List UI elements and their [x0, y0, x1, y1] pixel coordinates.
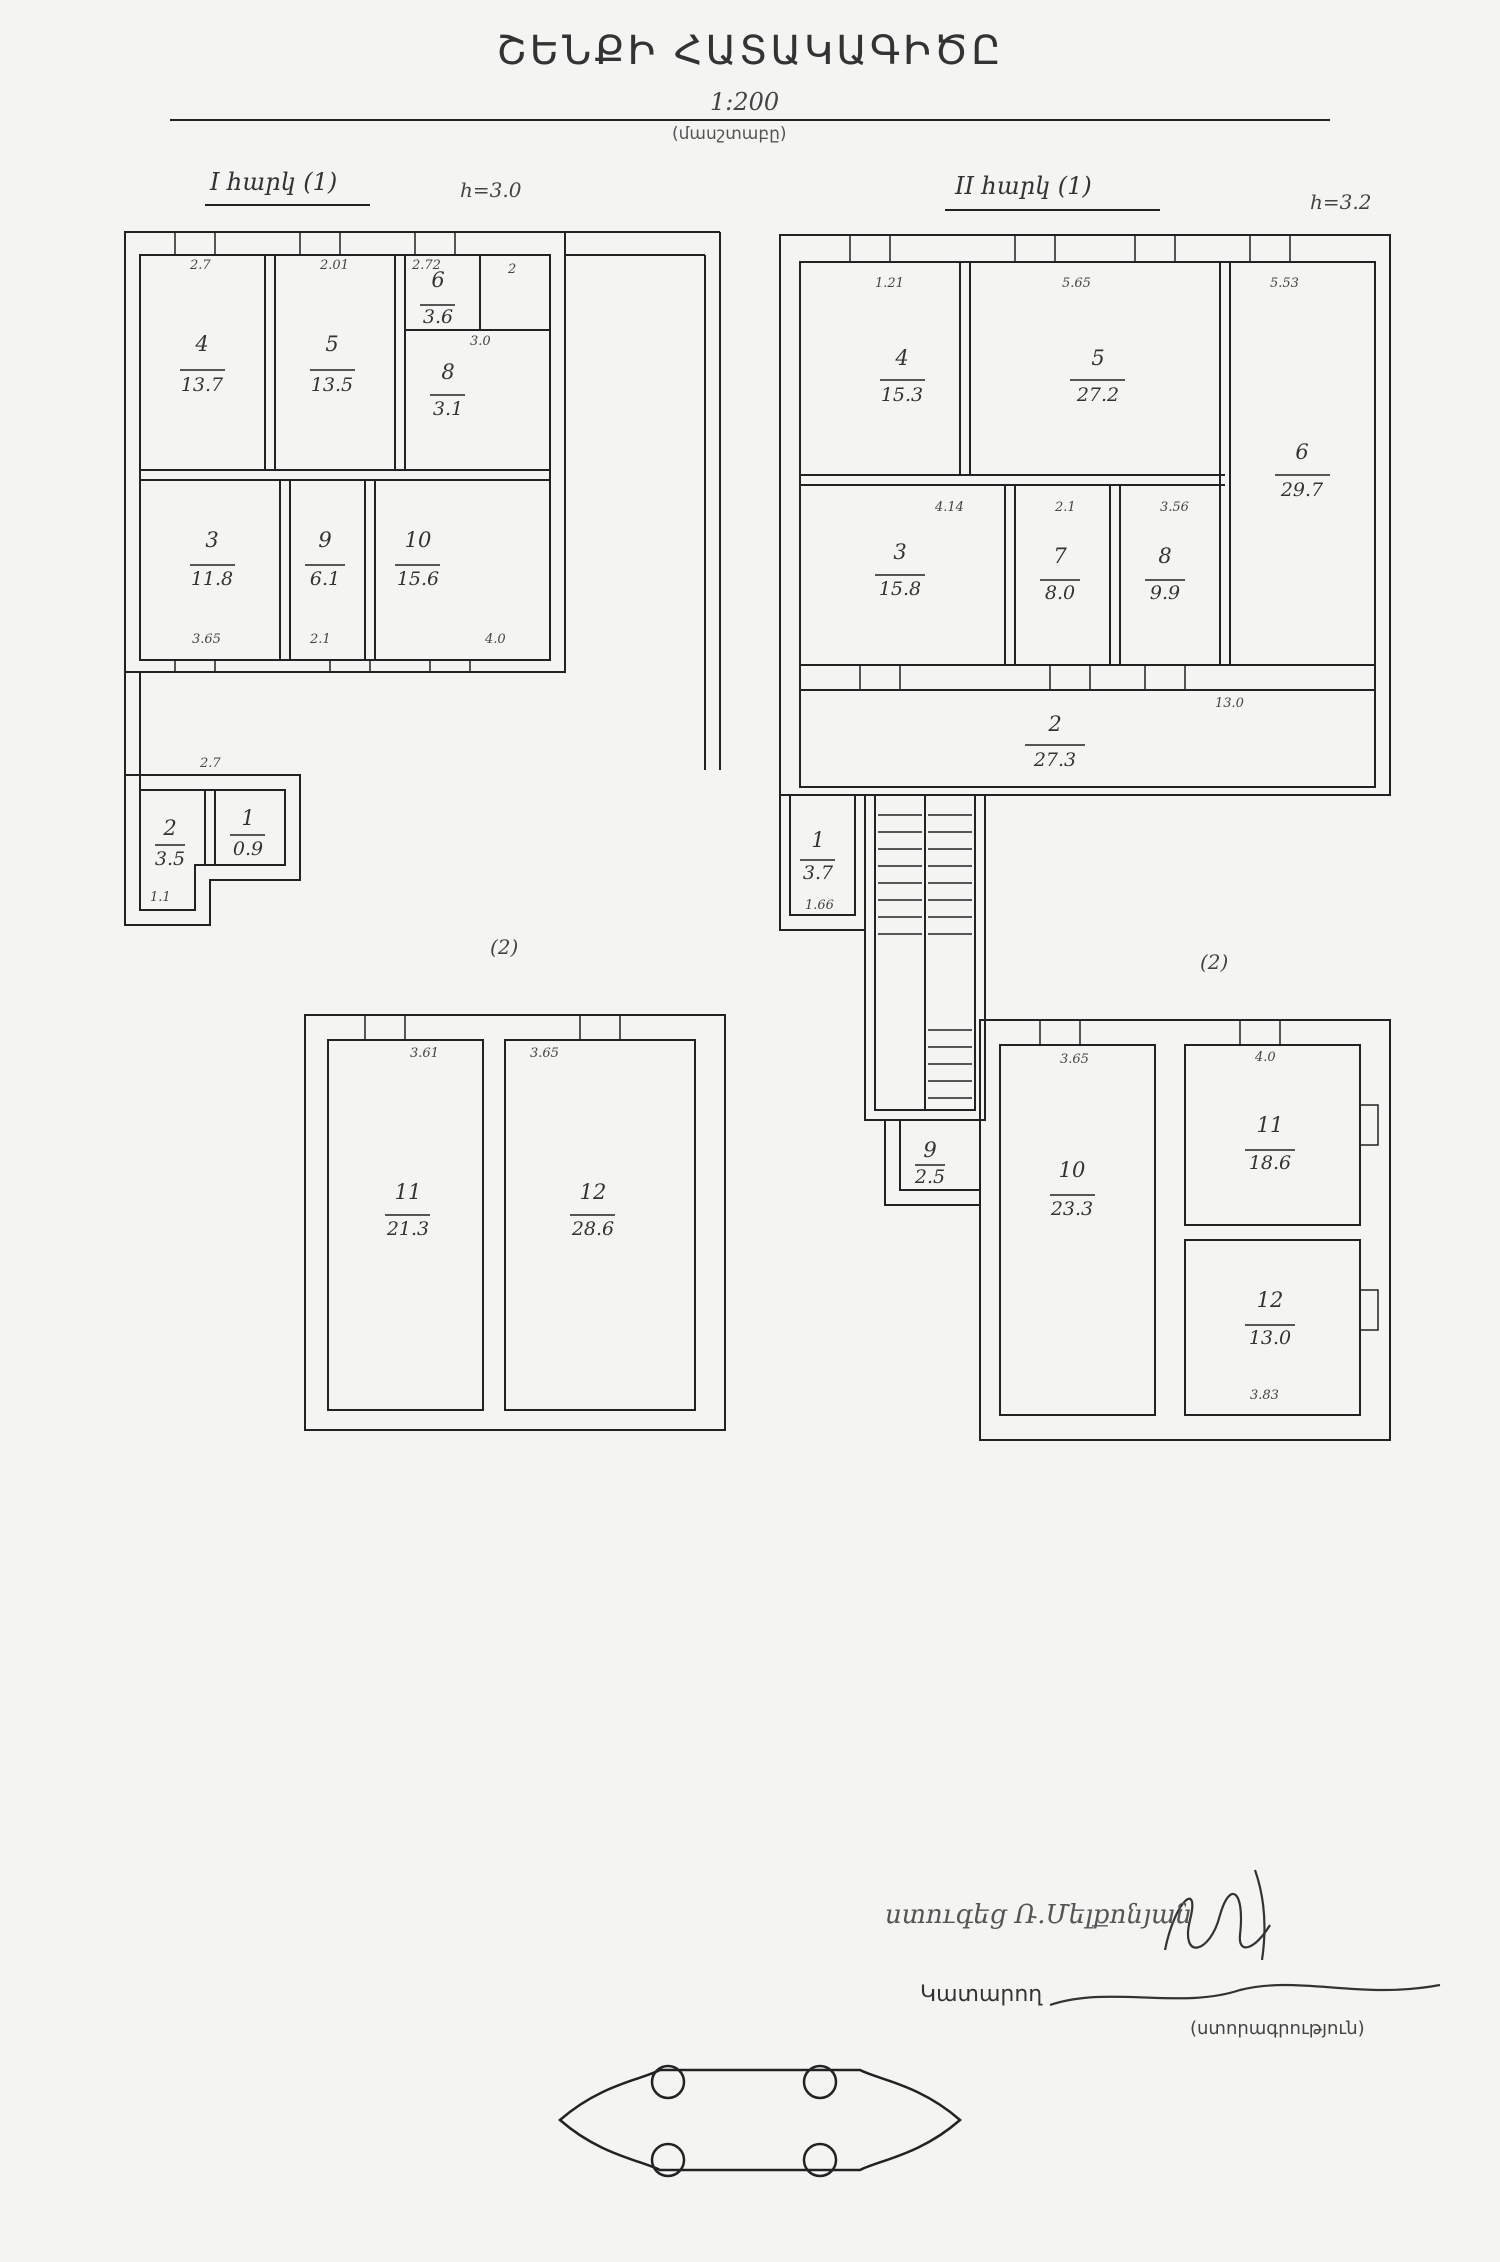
room-number: 11 — [1256, 1113, 1284, 1137]
dimension-label: 3.56 — [1160, 500, 1189, 515]
dimension-label: 2.1 — [310, 632, 331, 647]
dimension-label: 4.0 — [485, 632, 506, 647]
room-number: 2 — [1048, 712, 1062, 736]
dimension-label: 3.65 — [1060, 1052, 1089, 1067]
dimension-label: 3.0 — [470, 334, 491, 349]
floor2-walls — [779, 234, 1391, 1121]
room-area: 9.9 — [1149, 582, 1181, 604]
room-area: 18.6 — [1248, 1152, 1292, 1174]
window-marks — [174, 231, 1379, 1331]
checked-by-line: ստուգեց Ռ.Մելքոնյան — [885, 1900, 1193, 1930]
dimension-label: 2.7 — [200, 756, 221, 771]
room-area: 15.8 — [878, 578, 922, 600]
room-number: 4 — [195, 332, 209, 356]
room-number: 3 — [893, 540, 907, 564]
floor2-label: II հարկ (1) — [955, 172, 1092, 200]
dimension-label: 5.65 — [1062, 276, 1091, 291]
handwritten-signature — [1049, 1869, 1441, 2007]
room-area: 29.7 — [1280, 479, 1324, 501]
floor2-height-note: h=3.2 — [1310, 190, 1372, 214]
room-number: 10 — [1058, 1158, 1086, 1182]
executor-caption: (ստորագրություն) — [1190, 2018, 1365, 2039]
room-area: 13.5 — [310, 374, 354, 396]
notary-seal-drawing — [558, 2064, 962, 2178]
room-number: 6 — [1295, 440, 1309, 464]
floor2-section-mark: (2) — [1200, 950, 1229, 974]
dimension-label: 2.7 — [190, 258, 211, 273]
dimension-label: 2.01 — [320, 258, 349, 273]
stair-treads — [878, 814, 972, 1099]
dimension-label: 2.72 — [412, 258, 441, 273]
dimension-label: 2.1 — [1055, 500, 1076, 515]
room-area: 15.6 — [396, 568, 440, 590]
room-number: 3 — [205, 528, 219, 552]
room-area: 3.7 — [802, 862, 834, 884]
dimension-label: 1.1 — [150, 890, 171, 905]
room-area: 21.3 — [386, 1218, 430, 1240]
room-number: 2 — [163, 816, 177, 840]
scale-caption: (մասշտաբը) — [672, 124, 787, 144]
floor1-section2-walls — [304, 1014, 726, 1431]
room-area: 23.3 — [1050, 1198, 1094, 1220]
room-area: 3.6 — [422, 306, 454, 328]
dimension-label: 1.66 — [805, 898, 834, 913]
room-area: 27.2 — [1076, 384, 1120, 406]
room-area: 27.3 — [1033, 749, 1077, 771]
room-area: 6.1 — [309, 568, 341, 590]
room-area: 3.1 — [432, 398, 464, 420]
room-area: 8.0 — [1044, 582, 1076, 604]
room-area: 11.8 — [190, 568, 234, 590]
room-number: 7 — [1053, 544, 1067, 568]
room-number: 5 — [1091, 346, 1105, 370]
room-area: 0.9 — [232, 838, 264, 860]
room-number: 4 — [895, 346, 909, 370]
floor1-height-note: h=3.0 — [460, 178, 522, 202]
document-title: ՇԵՆՔԻ ՀԱՏԱԿԱԳԻԾԸ — [496, 28, 1004, 74]
room-number: 12 — [579, 1180, 607, 1204]
room-area: 3.5 — [154, 848, 186, 870]
room-area: 13.0 — [1248, 1327, 1292, 1349]
room-number: 1 — [811, 828, 825, 852]
room-fraction-bars — [155, 304, 1330, 1326]
scale-value: 1:200 — [710, 88, 780, 116]
dimension-label: 3.65 — [192, 632, 221, 647]
room-number: 8 — [441, 360, 455, 384]
dimension-label: 4.0 — [1255, 1050, 1276, 1065]
room-number: 6 — [431, 268, 445, 292]
room-number: 10 — [404, 528, 432, 552]
dimension-label: 2 — [508, 262, 517, 277]
dimension-label: 3.65 — [530, 1046, 559, 1061]
room-area: 13.7 — [180, 374, 224, 396]
floor1-label: I հարկ (1) — [210, 168, 338, 196]
executor-label: Կատարող — [920, 1982, 1043, 2007]
room-area: 15.3 — [880, 384, 924, 406]
room-area: 2.5 — [914, 1166, 946, 1188]
room-number: 5 — [325, 332, 339, 356]
room-number: 1 — [241, 806, 255, 830]
floor2-section2-walls — [884, 1019, 1391, 1441]
dimension-label: 3.83 — [1250, 1388, 1279, 1403]
room-number: 8 — [1158, 544, 1172, 568]
dimension-label: 3.61 — [410, 1046, 439, 1061]
floor1-section-mark: (2) — [490, 935, 519, 959]
room-number: 9 — [923, 1138, 937, 1162]
dimension-label: 4.14 — [935, 500, 964, 515]
room-number: 12 — [1256, 1288, 1284, 1312]
room-number: 9 — [318, 528, 332, 552]
dimension-label: 13.0 — [1215, 696, 1244, 711]
dimension-label: 1.21 — [875, 276, 904, 291]
dimension-label: 5.53 — [1270, 276, 1299, 291]
room-area: 28.6 — [571, 1218, 615, 1240]
room-number: 11 — [394, 1180, 422, 1204]
